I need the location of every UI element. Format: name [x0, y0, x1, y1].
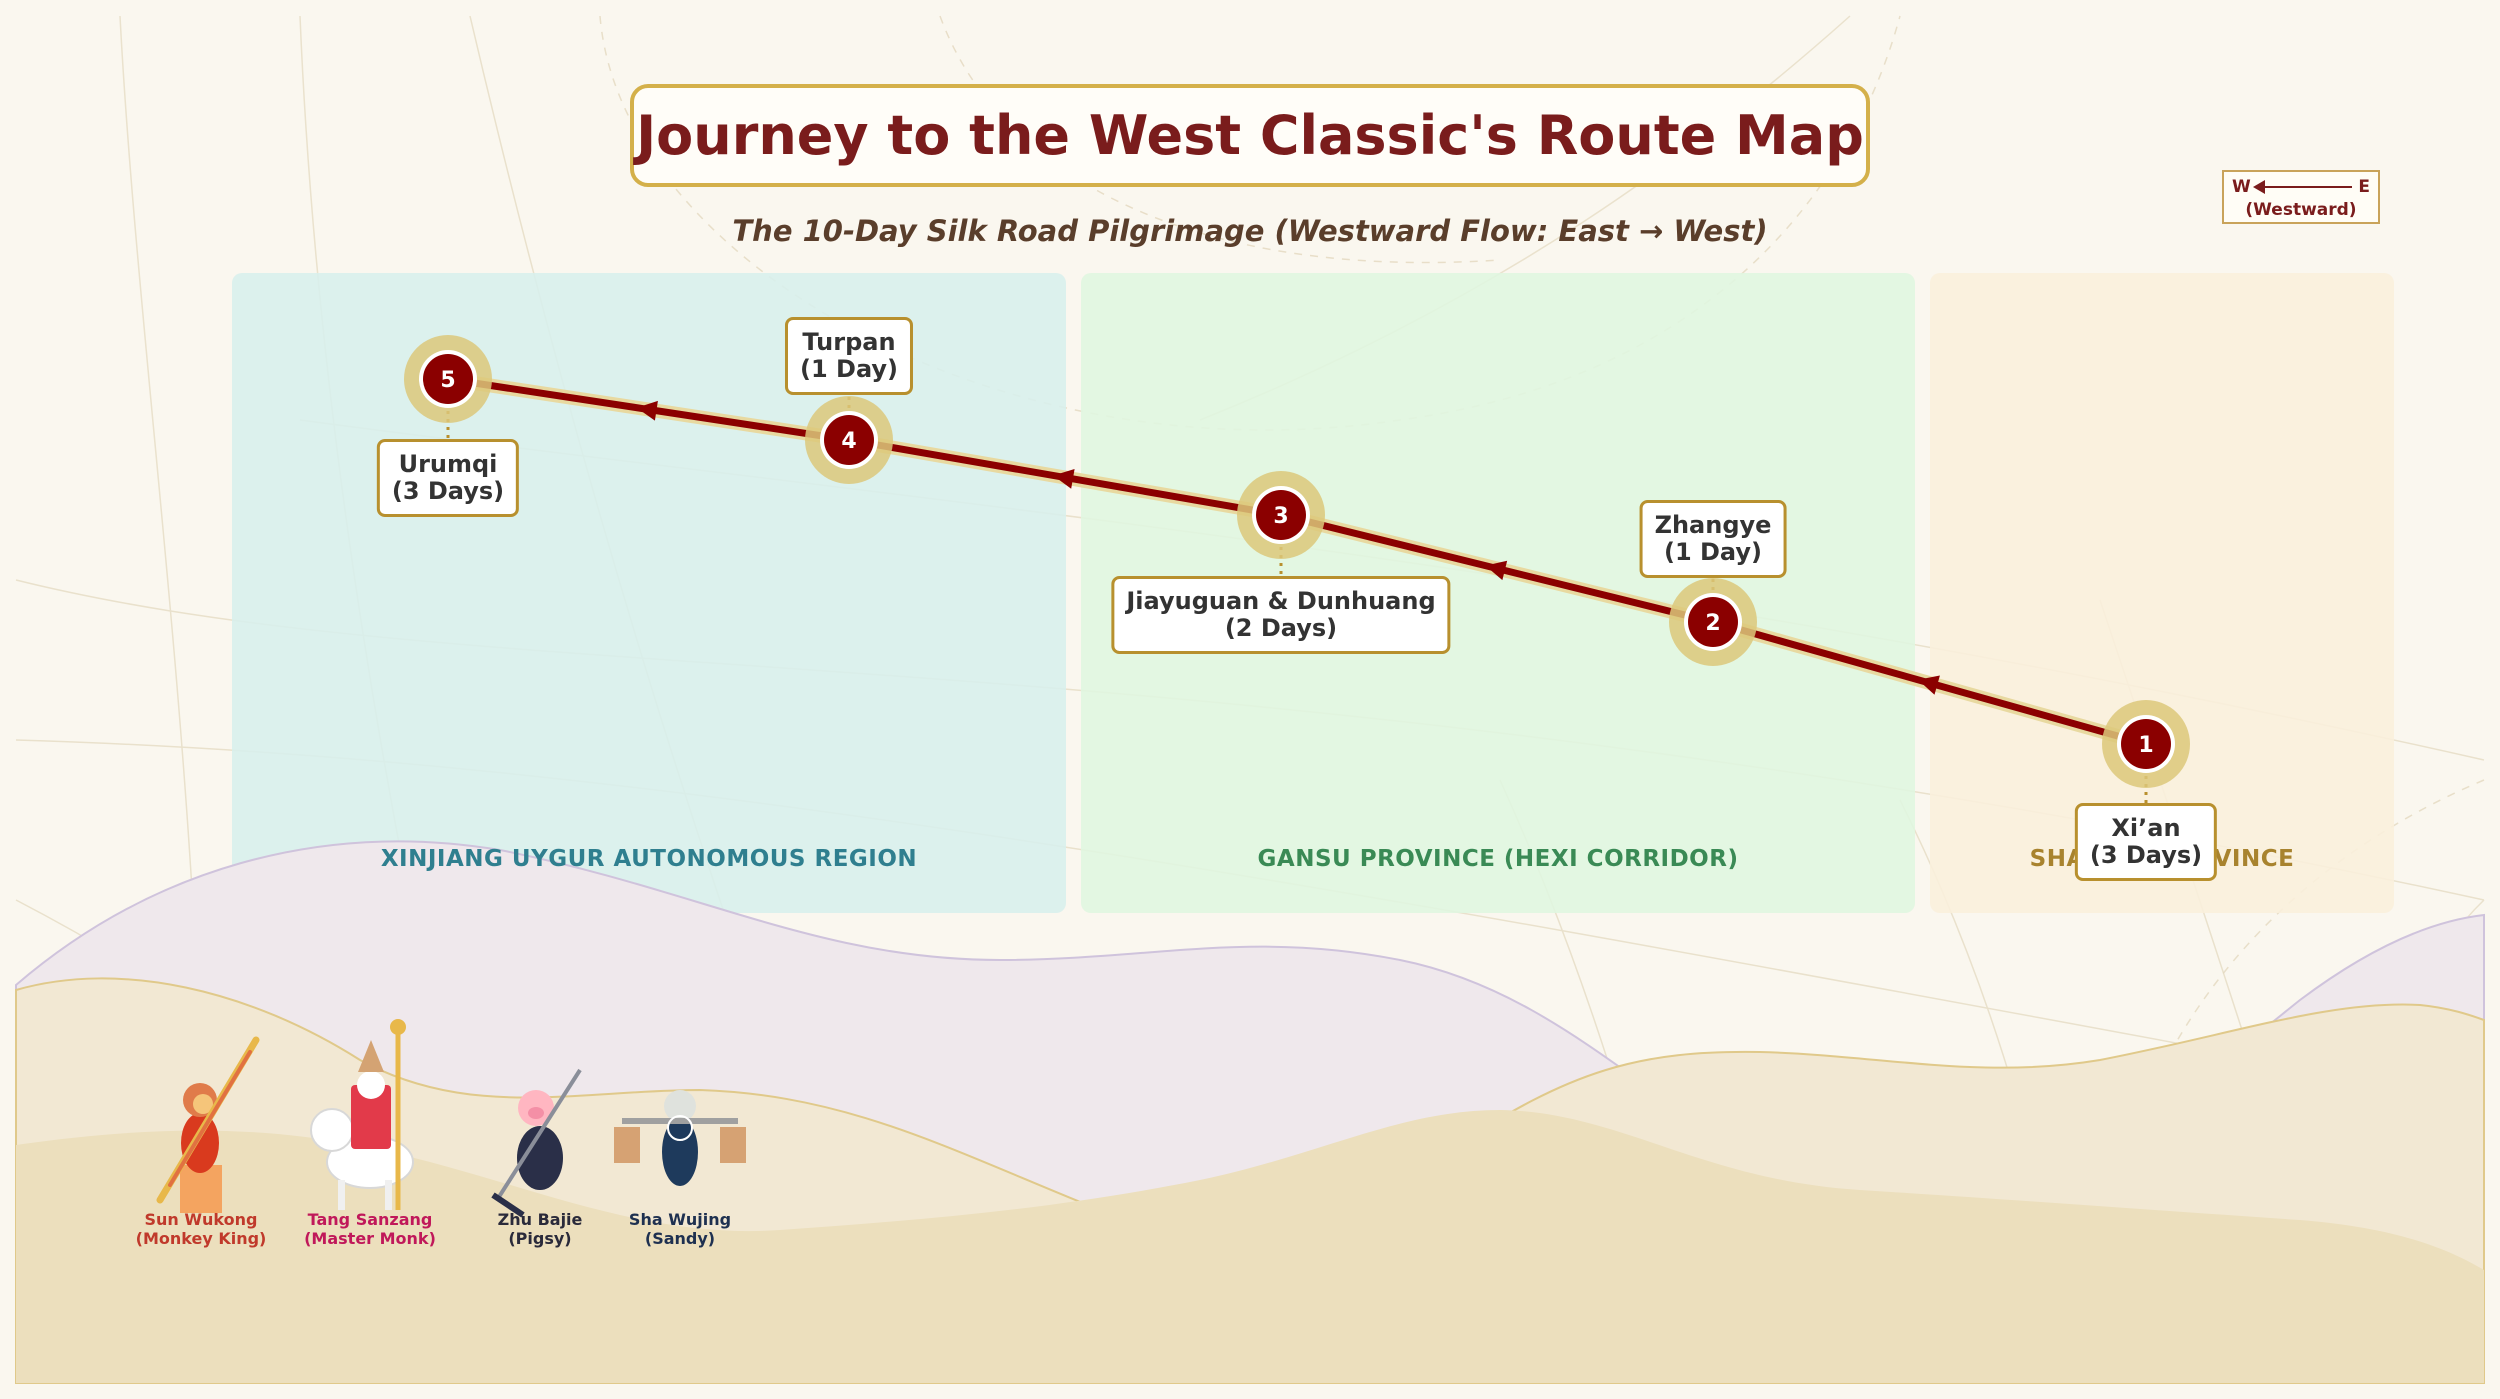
tang-sanzang-figure	[310, 1019, 414, 1210]
stop-node-core	[1256, 490, 1306, 540]
stop-label-xian: Xi’an (3 Days)	[2074, 803, 2218, 881]
stop-city: Urumqi	[398, 450, 498, 478]
route-arrow-icon	[1917, 675, 1940, 695]
map-title: Journey to the West Classic's Route Map	[636, 104, 1864, 167]
region-label-gansu: GANSU PROVINCE (HEXI CORRIDOR)	[1257, 846, 1739, 872]
route-arrow-icon	[1485, 560, 1508, 581]
stop-node-3: 3	[1237, 471, 1325, 559]
sha-wujing-figure	[614, 1090, 746, 1186]
stop-label-jiayuguan-dunhuang: Jiayuguan & Dunhuang (2 Days)	[1111, 576, 1451, 654]
stop-node-core	[824, 415, 874, 465]
pilgrim-characters	[156, 1019, 746, 1218]
zhu-bajie-figure	[491, 1068, 582, 1218]
stop-nodes: 1 2 3 4 5	[404, 335, 2190, 788]
stop-node-number: 5	[440, 368, 455, 393]
compass-note: (Westward)	[2245, 200, 2357, 220]
stop-node-number: 4	[841, 429, 856, 454]
stop-node-5: 5	[404, 335, 492, 423]
stop-city: Turpan	[802, 328, 896, 356]
stop-label-urumqi: Urumqi (3 Days)	[376, 439, 520, 517]
region-panel-gansu	[1081, 273, 1915, 913]
stop-duration: (1 Day)	[1663, 538, 1762, 566]
region-panel-xinjiang	[232, 273, 1066, 913]
stop-node-core	[423, 354, 473, 404]
near-sand	[16, 1110, 2484, 1383]
character-label-zhu-bajie: Zhu Bajie (Pigsy)	[497, 1210, 583, 1248]
character-label-sun-wukong: Sun Wukong (Monkey King)	[135, 1210, 267, 1248]
compass-west: W	[2232, 177, 2251, 197]
character-label-tang-sanzang: Tang Sanzang (Master Monk)	[304, 1210, 436, 1248]
stop-label-zhangye: Zhangye (1 Day)	[1639, 500, 1787, 578]
character-label-sha-wujing: Sha Wujing (Sandy)	[628, 1210, 732, 1248]
stop-city: Zhangye	[1654, 511, 1772, 539]
stop-node-number: 3	[1273, 504, 1288, 529]
stop-node-2: 2	[1669, 578, 1757, 666]
route-arrow-icon	[1053, 469, 1075, 489]
west-arrow-icon	[2252, 180, 2353, 194]
region-label-xinjiang: XINJIANG UYGUR AUTONOMOUS REGION	[380, 846, 918, 872]
direction-compass: W E (Westward)	[2222, 170, 2380, 224]
stop-city: Jiayuguan & Dunhuang	[1126, 587, 1436, 615]
stop-node-number: 2	[1705, 611, 1720, 636]
stop-node-number: 1	[2138, 733, 2153, 758]
background-dashed-rings	[599, 15, 2485, 1384]
stop-duration: (3 Days)	[2089, 841, 2203, 869]
route-arrow-icon	[636, 400, 658, 421]
stop-node-core	[1688, 597, 1738, 647]
title-banner: Journey to the West Classic's Route Map	[630, 84, 1870, 187]
stop-duration: (1 Day)	[799, 355, 899, 383]
stop-node-4: 4	[805, 396, 893, 484]
stop-label-turpan: Turpan (1 Day)	[784, 317, 914, 395]
compass-east: E	[2358, 177, 2370, 197]
stop-duration: (3 Days)	[391, 477, 505, 505]
stop-node-core	[2121, 719, 2171, 769]
stop-duration: (2 Days)	[1224, 614, 1338, 642]
route-direction-arrows	[636, 400, 1940, 695]
region-panel-shaanxi	[1930, 273, 2394, 913]
stop-city: Xi’an	[2111, 814, 2181, 842]
stop-node-1: 1	[2102, 700, 2190, 788]
sun-wukong-figure	[156, 1036, 260, 1213]
map-subtitle: The 10-Day Silk Road Pilgrimage (Westwar…	[732, 214, 1768, 248]
